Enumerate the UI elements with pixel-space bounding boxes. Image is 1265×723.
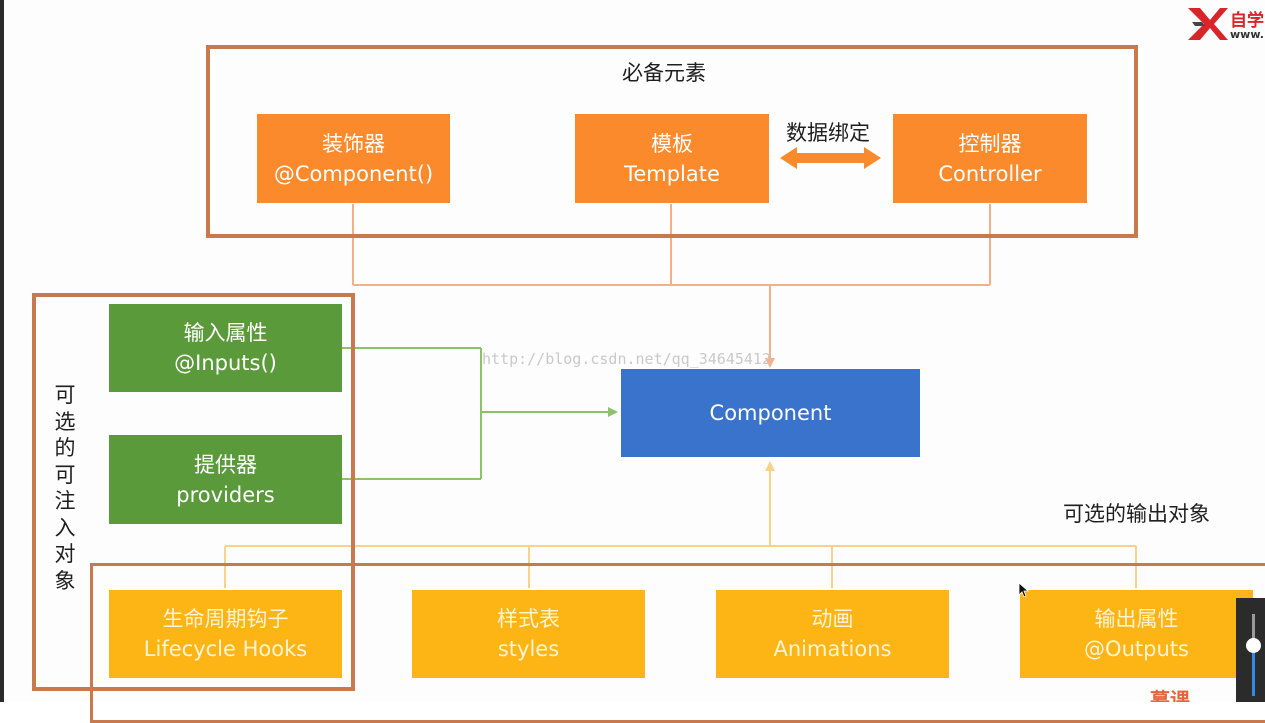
x-logo-icon: [1188, 8, 1228, 40]
mouse-cursor-icon: [1019, 583, 1029, 597]
volume-slider[interactable]: [1236, 598, 1265, 702]
template-subtitle: Template: [624, 161, 720, 186]
decorator-title: 装饰器: [322, 131, 385, 156]
blog-watermark: http://blog.csdn.net/qq_34645412: [482, 350, 771, 368]
component-label: Component: [709, 401, 832, 425]
required-connector: [352, 204, 991, 368]
output-properties-title: 输出属性: [1094, 607, 1179, 631]
corner-brand-text: 慕课: [1150, 688, 1190, 702]
inputs-subtitle: @Inputs(): [174, 351, 277, 375]
output-properties-subtitle: @Outputs: [1084, 637, 1189, 661]
lifecycle-hooks-title: 生命周期钩子: [162, 607, 289, 631]
styles-node: 样式表 styles: [412, 590, 645, 678]
injectable-connector: [342, 347, 618, 480]
injectable-group-title: 可选的可注入对象: [54, 383, 76, 593]
volume-slider-knob[interactable]: [1246, 638, 1261, 653]
template-title: 模板: [651, 131, 693, 156]
controller-title: 控制器: [958, 131, 1022, 156]
styles-title: 样式表: [497, 607, 560, 631]
component-node: Component: [621, 369, 920, 457]
animations-title: 动画: [811, 607, 854, 631]
providers-node: 提供器 providers: [109, 435, 342, 524]
providers-title: 提供器: [194, 452, 257, 477]
providers-subtitle: providers: [176, 482, 275, 507]
corner-brand-mark: 慕课: [1150, 684, 1236, 702]
decorator-node: 装饰器 @Component(): [257, 114, 450, 203]
animations-subtitle: Animations: [773, 637, 892, 661]
decorator-subtitle: @Component(): [273, 161, 434, 186]
brand-logo: 自学 www.: [1186, 4, 1265, 44]
inputs-node: 输入属性 @Inputs(): [109, 304, 342, 392]
template-node: 模板 Template: [575, 114, 769, 203]
output-connector: [224, 461, 1137, 588]
required-elements-group: [206, 45, 1138, 238]
connector-lines: [224, 147, 1137, 588]
controller-node: 控制器 Controller: [893, 114, 1087, 203]
inputs-title: 输入属性: [183, 321, 268, 345]
data-binding-arrow: [780, 147, 881, 169]
animations-node: 动画 Animations: [716, 590, 949, 678]
styles-subtitle: styles: [497, 637, 560, 661]
left-edge-bar: [0, 0, 4, 702]
output-properties-node: 输出属性 @Outputs: [1020, 590, 1253, 678]
volume-slider-fill: [1252, 650, 1255, 696]
injectable-group: [32, 293, 355, 691]
lifecycle-hooks-subtitle: Lifecycle Hooks: [143, 637, 308, 661]
outputs-group-title: 可选的输出对象: [1063, 502, 1210, 526]
data-binding-label: 数据绑定: [786, 121, 870, 145]
logo-subtext: www.: [1230, 28, 1264, 41]
lifecycle-hooks-node: 生命周期钩子 Lifecycle Hooks: [109, 590, 342, 678]
controller-subtitle: Controller: [938, 161, 1042, 186]
required-elements-title: 必备元素: [622, 61, 706, 85]
logo-text: 自学: [1230, 11, 1264, 31]
